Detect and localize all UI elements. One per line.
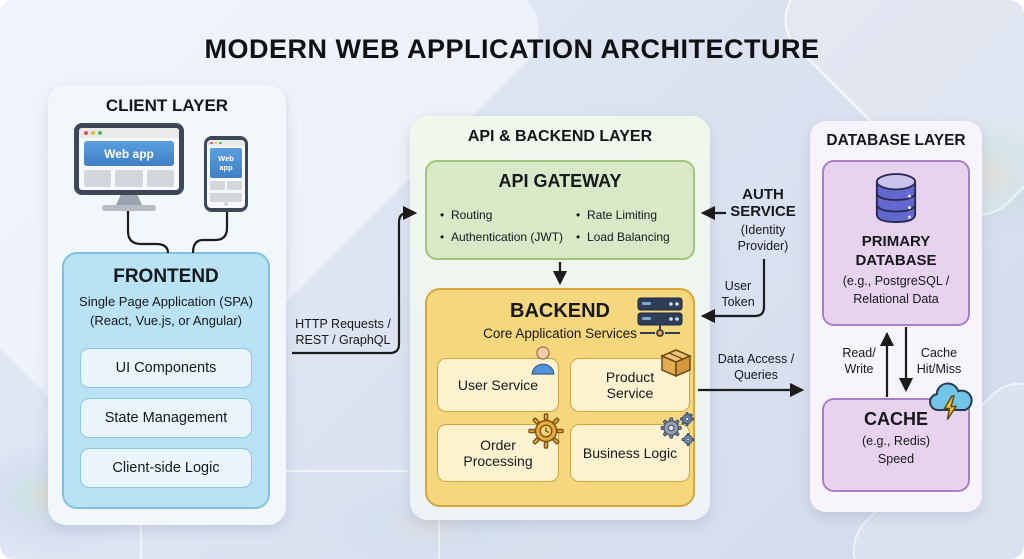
user-token-label: User Token: [721, 279, 755, 309]
database-layer-panel: DATABASE LAYER PRIMARY DATABASE (e.g., P…: [810, 121, 982, 512]
gears-icon: [657, 409, 697, 449]
database-layer-header: DATABASE LAYER: [826, 132, 966, 149]
package-icon: [659, 347, 693, 379]
user-icon: [528, 345, 558, 375]
client-layer-panel: CLIENT LAYER Web app Web app: [48, 85, 286, 525]
gateway-feature-rate-limiting: Rate Limiting: [576, 204, 670, 226]
primary-db-title-1: PRIMARY: [861, 233, 931, 250]
frontend-title: FRONTEND: [113, 266, 219, 287]
read-write-label: Read/ Write: [842, 346, 876, 376]
frontend-subtitle-1: Single Page Application (SPA): [79, 294, 253, 309]
cloud-lightning-icon: [924, 378, 978, 422]
gateway-feature-routing: Routing: [440, 204, 563, 226]
phone-browser-bar: [207, 140, 245, 146]
monitor-icon: Web app: [74, 123, 184, 195]
api-gateway-box: API GATEWAY Routing Authentication (JWT)…: [425, 160, 695, 260]
desktop-webapp-label: Web app: [84, 141, 174, 166]
cache-box: CACHE (e.g., Redis) Speed: [822, 382, 973, 492]
backend-subtitle: Core Application Services: [483, 326, 637, 341]
primary-database-box: PRIMARY DATABASE (e.g., PostgreSQL / Rel…: [822, 160, 970, 326]
phone-webapp-label: Web app: [210, 148, 242, 178]
cache-hit-miss-label: Cache Hit/Miss: [916, 346, 962, 376]
screen-content-blocks: [84, 170, 174, 187]
backend-title: BACKEND: [510, 300, 610, 322]
frontend-item-ui-components: UI Components: [80, 348, 252, 388]
client-layer-header: CLIENT LAYER: [105, 96, 229, 115]
auth-service-label: AUTH SERVICE (Identity Provider): [730, 186, 796, 253]
cache-subtitle-2: Speed: [877, 452, 915, 466]
service-order-processing: Order Processing: [437, 413, 564, 482]
database-icon: [873, 172, 919, 226]
api-backend-layer-header: API & BACKEND LAYER: [467, 128, 653, 145]
server-icon: [635, 296, 685, 338]
phone-content-blocks: [210, 181, 242, 190]
http-requests-label: HTTP Requests / REST / GraphQL: [295, 317, 391, 347]
cache-subtitle-1: (e.g., Redis): [861, 434, 931, 448]
service-business-logic: Business Logic: [570, 411, 695, 482]
primary-db-title-2: DATABASE: [855, 252, 937, 269]
gateway-feature-load-balancing: Load Balancing: [576, 226, 670, 248]
primary-db-subtitle-2: Relational Data: [853, 292, 939, 306]
gateway-feature-authentication: Authentication (JWT): [440, 226, 563, 248]
phone-home-button: [224, 202, 228, 206]
service-user-service: User Service: [437, 346, 559, 412]
monitor-stand: [116, 195, 142, 205]
gear-icon: [528, 413, 564, 449]
backend-box: BACKEND Core Application Services User S…: [425, 288, 695, 507]
primary-db-subtitle-1: (e.g., PostgreSQL /: [842, 274, 950, 288]
browser-bar: [79, 128, 179, 138]
phone-content-blocks: [210, 193, 242, 202]
api-backend-layer-panel: API & BACKEND LAYER API GATEWAY Routing …: [410, 116, 710, 520]
data-access-label: Data Access / Queries: [717, 352, 795, 382]
frontend-item-client-side-logic: Client-side Logic: [80, 448, 252, 488]
api-gateway-title: API GATEWAY: [498, 171, 622, 191]
frontend-box: FRONTEND Single Page Application (SPA) (…: [62, 252, 270, 509]
monitor-stand-base: [102, 205, 156, 211]
frontend-subtitle-2: (React, Vue.js, or Angular): [90, 313, 242, 328]
page-title: MODERN WEB APPLICATION ARCHITECTURE: [204, 34, 820, 64]
cache-title: CACHE: [863, 409, 928, 429]
service-product-service: Product Service: [570, 349, 692, 412]
frontend-item-state-management: State Management: [80, 398, 252, 438]
smartphone-icon: Web app: [204, 136, 248, 212]
